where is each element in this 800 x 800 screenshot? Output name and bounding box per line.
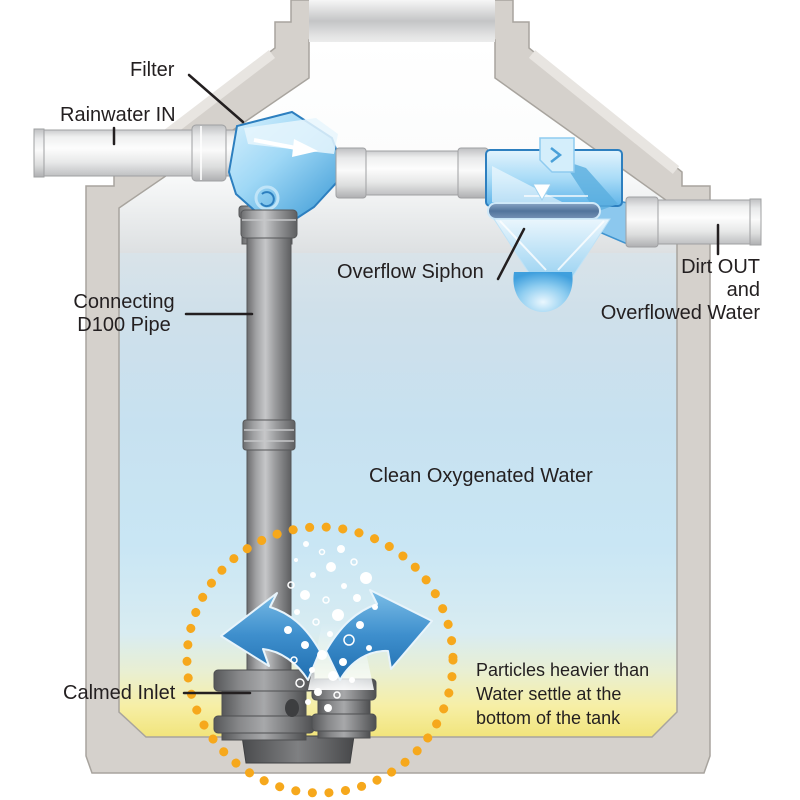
dirt-out-pipe (625, 196, 762, 248)
particles-settle-label: Particles heavier than Water settle at t… (476, 660, 650, 728)
siphon-bulb (513, 272, 573, 312)
pipe-coupling (242, 419, 296, 451)
flow-split-arrows (220, 589, 433, 681)
bubbles (284, 541, 378, 712)
leader-lines (112, 73, 720, 695)
inlet-hole (285, 699, 299, 717)
right-roof-highlight (528, 50, 680, 174)
siphon-channel (562, 160, 618, 212)
calming-zone-dotted-circle (182, 522, 458, 798)
siphon-arrow-icon (550, 147, 563, 163)
flow-direction-arrow-icon (253, 138, 318, 157)
connecting-d100-pipe-label: Connecting D100 Pipe (73, 291, 175, 336)
overflow-siphon-label: Overflow Siphon (337, 261, 484, 283)
right-arrow (325, 589, 433, 681)
clean-oxygenated-water-label: Clean Oxygenated Water (369, 465, 593, 487)
manhole-opening (309, 0, 495, 42)
filter-knob-icon (254, 185, 280, 211)
left-arrow (220, 592, 321, 681)
rainwater-inlet-pipe (33, 124, 237, 182)
filter-face-plate (244, 118, 338, 154)
siphon-slot (487, 202, 601, 220)
rainwater-in-label: Rainwater IN (60, 104, 176, 126)
siphon-top-tab (539, 137, 575, 173)
inlet-base (241, 735, 355, 764)
dirt-out-label: Dirt OUT and Overflowed Water (600, 256, 760, 324)
filter-knob-swirl-icon (260, 191, 275, 208)
overflow-siphon-unit (485, 137, 633, 312)
calmed-inlet-label: Calmed Inlet (63, 682, 176, 704)
calmed-inlet-fitting (213, 669, 377, 764)
filter-label: Filter (130, 59, 175, 81)
filter-to-siphon-pipe (335, 147, 491, 199)
water-level-icon (532, 183, 552, 202)
overflow-siphon-leader-line (496, 227, 526, 281)
filter-leader-line (187, 73, 245, 124)
